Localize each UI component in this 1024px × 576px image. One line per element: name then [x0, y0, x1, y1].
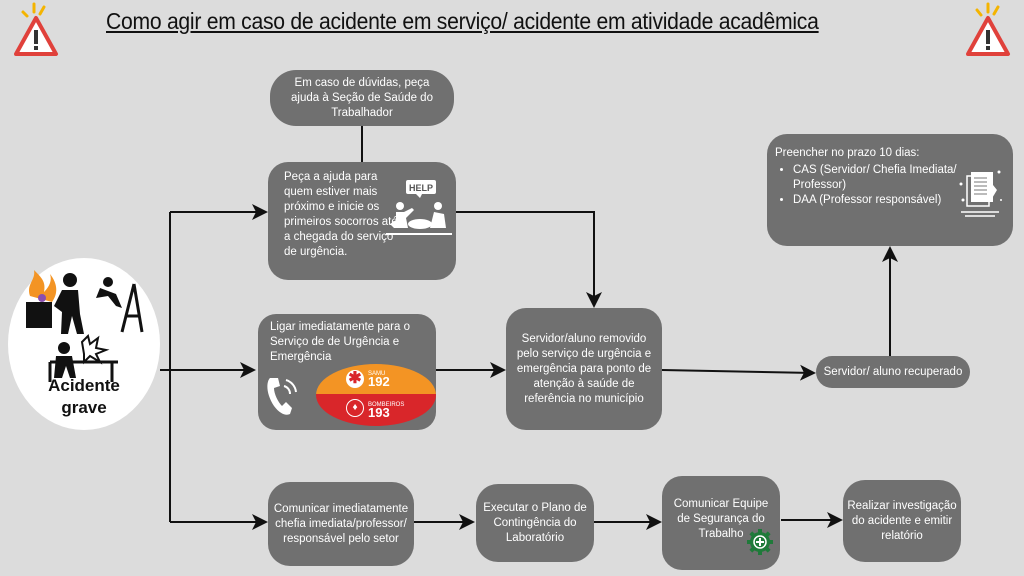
samu-label: SAMU	[368, 371, 386, 377]
node-preencher-item-cas: CAS (Servidor/ Chefia Imediata/ Professo…	[793, 163, 963, 193]
connector-removido-recuperado	[661, 364, 816, 381]
document-form-icon	[959, 170, 1002, 217]
node-ajuda: Peça a ajuda para quem estiver mais próx…	[268, 162, 456, 280]
warning-triangle-icon	[14, 2, 58, 56]
node-ajuda-text: Peça a ajuda para quem estiver mais próx…	[284, 171, 398, 258]
node-ligar-text: Ligar imediatamente para o Serviço de de…	[270, 321, 410, 363]
node-preencher-title: Preencher no prazo 10 dias:	[775, 147, 920, 159]
bombeiros-label: BOMBEIROS	[368, 402, 405, 408]
start-label-line1: Acidente	[48, 376, 120, 395]
node-preencher-list: CAS (Servidor/ Chefia Imediata/ Professo…	[775, 163, 1013, 208]
node-ligar: Ligar imediatamente para o Serviço de de…	[258, 314, 436, 430]
firefighter-emblem-icon: ♦	[346, 399, 364, 417]
samu-star-of-life-icon: ✱	[346, 370, 364, 388]
safety-gear-icon	[747, 529, 773, 555]
node-comunicar-chefia-text: Comunicar imediatamente chefia imediata/…	[273, 502, 409, 545]
samu-number: 192	[368, 374, 390, 389]
emergency-numbers-badge: ✱ SAMU 192 ♦ BOMBEIROS 193	[316, 364, 436, 426]
help-badge: HELP	[409, 183, 433, 193]
start-label-line2: grave	[61, 398, 107, 417]
node-investigacao: Realizar investigação do acidente e emit…	[843, 480, 961, 562]
node-recuperado: Servidor/ aluno recuperado	[816, 356, 970, 388]
node-duvidas-text: Em caso de dúvidas, peça ajuda à Seção d…	[291, 76, 433, 119]
page-title: Como agir em caso de acidente em serviço…	[106, 8, 819, 34]
node-duvidas: Em caso de dúvidas, peça ajuda à Seção d…	[270, 70, 454, 126]
node-comunicar-chefia: Comunicar imediatamente chefia imediata/…	[268, 482, 414, 566]
node-comunicar-equipe: Comunicar Equipe de Segurança do Trabalh…	[662, 476, 780, 570]
node-removido: Servidor/aluno removido pelo serviço de …	[506, 308, 662, 430]
start-node-acidente-grave: Acidente grave	[8, 258, 160, 430]
node-preencher: Preencher no prazo 10 dias: CAS (Servido…	[767, 134, 1013, 246]
accident-illustration-icon	[26, 270, 144, 382]
warning-triangle-icon	[966, 2, 1010, 56]
node-executar-text: Executar o Plano de Contingência do Labo…	[483, 501, 587, 544]
node-preencher-item-daa: DAA (Professor responsável)	[793, 193, 1013, 208]
first-aid-help-icon: HELP	[386, 180, 452, 235]
bombeiros-number: 193	[368, 405, 390, 420]
bombeiros-section[interactable]: ♦ BOMBEIROS 193	[316, 394, 436, 426]
node-recuperado-text: Servidor/ aluno recuperado	[823, 365, 963, 378]
phone-icon	[267, 378, 297, 415]
node-removido-text: Servidor/aluno removido pelo serviço de …	[516, 332, 652, 405]
node-comunicar-equipe-text: Comunicar Equipe de Segurança do Trabalh…	[673, 497, 769, 540]
connector-ajuda-removido	[456, 211, 602, 308]
node-investigacao-text: Realizar investigação do acidente e emit…	[847, 499, 957, 542]
samu-section[interactable]: ✱ SAMU 192	[316, 364, 436, 394]
node-executar: Executar o Plano de Contingência do Labo…	[476, 484, 594, 562]
